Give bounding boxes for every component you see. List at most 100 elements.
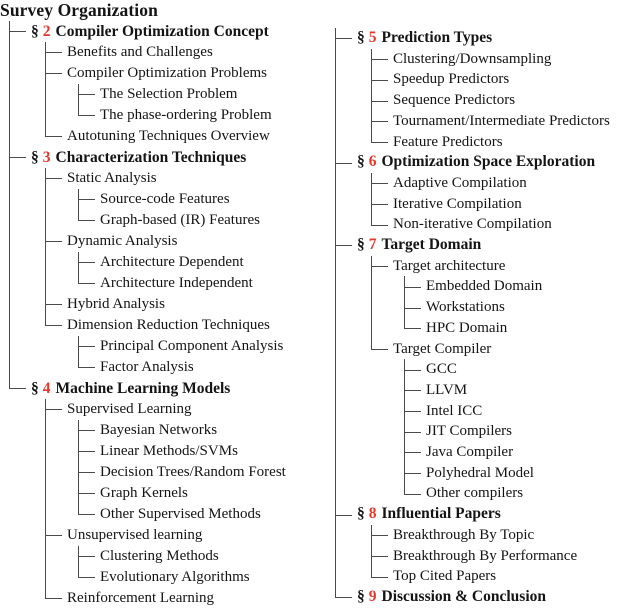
section-mark-icon: § [31,23,39,40]
section-mark-icon: § [357,153,365,171]
tree-item-label: Compiler Optimization Problems [67,65,267,81]
tree-item-label: Benefits and Challenges [67,44,213,60]
tree-node: Breakthrough By Performance [371,545,640,567]
section-title: Influential Papers [381,505,501,523]
tree-item-label: Intel ICC [426,402,483,419]
tree-node: The phase-ordering Problem [78,105,334,126]
tree-item-label: Top Cited Papers [393,568,497,585]
tree-item-label: The phase-ordering Problem [100,107,272,123]
tree-node: Bayesian Networks [78,420,334,441]
tree-node: Embedded Domain [404,276,640,297]
section-number: 2 [42,23,51,40]
tree-item-label: Target architecture [393,257,506,274]
tree-item-label: Architecture Independent [100,275,253,291]
tree-node: GCC [404,359,640,380]
tree-node: Evolutionary Algorithms [78,567,334,588]
tree-node: Decision Trees/Random Forest [78,462,334,483]
section-title: Compiler Optimization Concept [55,23,269,40]
tree-item-label: Adaptive Compilation [393,174,527,191]
tree-node: Intel ICC [404,400,640,422]
tree-item-label: Evolutionary Algorithms [100,569,250,585]
tree-item-label: Graph Kernels [100,485,188,501]
tree-node: LLVM [404,379,640,401]
tree-item-label: Feature Predictors [393,133,503,150]
tree-node: The Selection Problem [78,84,334,105]
tree-item-label: Breakthrough By Performance [393,547,578,564]
tree-item-label: Supervised Learning [67,401,192,417]
section-mark-icon: § [31,149,39,166]
tree-node: Reinforcement Learning [45,588,334,609]
tree-item-label: Source-code Features [100,191,230,207]
tree-item-label: Reinforcement Learning [67,590,215,606]
tree-item-label: Java Compiler [426,444,514,461]
section-title: Target Domain [381,236,482,254]
section-mark-icon: § [357,236,365,254]
section-title: Characterization Techniques [55,149,247,166]
tree-item-label: Sequence Predictors [393,92,516,109]
tree-node: Factor Analysis [78,357,334,378]
section-number: 7 [368,236,377,254]
tree-item-label: Graph-based (IR) Features [100,212,260,228]
tree-item-label: Workstations [426,299,505,316]
tree-node: Feature Predictors [371,131,640,153]
tree-node: Linear Methods/SVMs [78,441,334,462]
section-title: Prediction Types [381,29,493,46]
tree-item-label: JIT Compilers [426,423,512,440]
section-number: 6 [368,153,377,171]
tree-item-label: Non-iterative Compilation [393,216,552,233]
section-number: 9 [368,587,377,605]
tree-item-label: Polyhedral Model [426,464,534,481]
tree-node: Clustering/Downsampling [371,48,640,70]
tree-item-label: Embedded Domain [426,278,543,295]
tree-item-label: Tournament/Intermediate Predictors [393,112,610,129]
figure-title: Survey Organization [0,0,158,20]
tree-node: Breakthrough By Topic [371,524,640,546]
tree-node: Graph Kernels [78,483,334,504]
tree-item-label: Clustering Methods [100,548,219,564]
tree-item-label: Autotuning Techniques Overview [67,128,270,144]
section-title: Optimization Space Exploration [381,153,596,171]
tree-node: Architecture Independent [78,273,334,294]
section-title: Discussion & Conclusion [381,587,547,605]
section-mark-icon: § [357,587,365,605]
tree-node: Clustering Methods [78,546,334,567]
tree-item-label: Linear Methods/SVMs [100,443,238,459]
tree-item-label: Bayesian Networks [100,422,218,438]
tree-node: Benefits and Challenges [45,42,334,63]
tree-item-label: Iterative Compilation [393,195,522,212]
tree-node: Speedup Predictors [371,69,640,90]
tree-item-label: Other compilers [426,485,524,502]
section-number: 8 [368,505,377,523]
tree-item-label: Unsupervised learning [67,527,203,543]
tree-node: Hybrid Analysis [45,294,334,315]
